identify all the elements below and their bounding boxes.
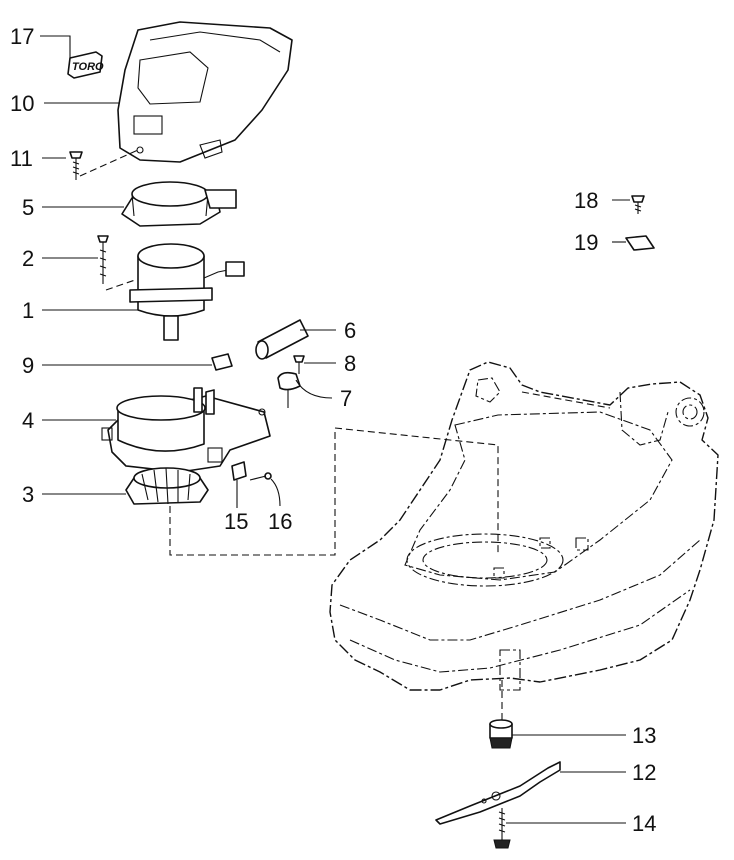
screw-icon [631,195,645,214]
clamp-icon [277,371,301,408]
label-icon [625,235,655,251]
callout-13: 13 [632,723,656,748]
callout-4: 4 [22,408,34,433]
callout-7: 7 [340,386,352,411]
callout-10: 10 [10,91,34,116]
logo-text: TORO [72,61,104,73]
callout-1: 1 [22,298,34,323]
callout-9: 9 [22,353,34,378]
fan-icon [125,467,209,505]
logo-decal-icon: TORO [67,51,104,79]
callout-11: 11 [10,146,33,171]
motor-icon [129,243,245,341]
fan-housing-icon [101,387,271,473]
callout-2: 2 [22,246,34,271]
terminal-screw-icon [249,472,272,481]
blade-bolt-icon [493,808,511,849]
clip-screw-icon [293,355,305,374]
blade-adapter-icon [489,719,513,749]
small-switch-icon [211,353,233,371]
terminal-icon [231,461,247,481]
callout-16: 16 [268,509,292,534]
callout-3: 3 [22,482,34,507]
callout-17: 17 [10,24,34,49]
callout-19: 19 [574,230,598,255]
callout-14: 14 [632,811,656,836]
motor-cover-icon [117,21,293,163]
callout-18: 18 [574,188,598,213]
leader-lines [40,35,630,824]
callout-6: 6 [344,318,356,343]
callout-8: 8 [344,351,356,376]
motor-cap-icon [121,181,237,227]
mower-deck [329,361,719,691]
callout-numbers: 17 10 11 5 2 1 6 8 9 7 4 3 15 16 18 19 1… [10,24,656,836]
cover-screw-icon [69,151,83,180]
callout-15: 15 [224,509,248,534]
blade-icon [435,761,561,825]
capacitor-icon [255,319,309,360]
motor-bolt-icon [97,235,109,284]
callout-5: 5 [22,195,34,220]
callout-12: 12 [632,760,656,785]
